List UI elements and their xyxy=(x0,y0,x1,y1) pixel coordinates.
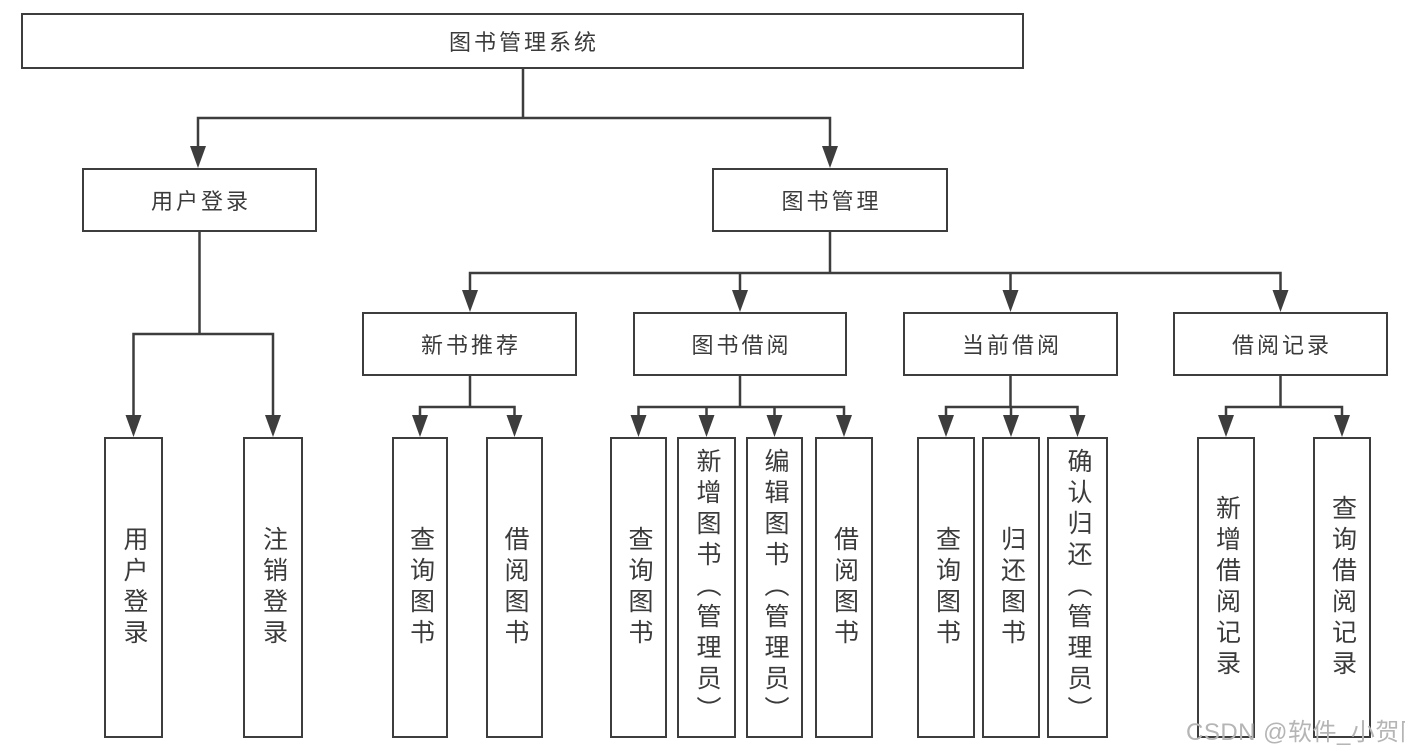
arrowhead-icon xyxy=(506,415,523,437)
node-current-borrow: 当前借阅 xyxy=(903,312,1118,376)
arrowhead-icon xyxy=(938,415,954,437)
arrowhead-icon xyxy=(732,290,748,312)
node-label: 查询图书 xyxy=(932,525,961,650)
node-label: 新增借阅记录 xyxy=(1212,494,1241,681)
node-leaf-add-record: 新增借阅记录 xyxy=(1197,437,1255,738)
node-book-mgmt: 图书管理 xyxy=(712,168,948,232)
arrowhead-icon xyxy=(630,415,647,437)
node-leaf-user-login: 用户登录 xyxy=(104,437,163,738)
node-leaf-query-book-2: 查询图书 xyxy=(610,437,667,738)
node-label: 确认归还（管理员） xyxy=(1064,448,1092,727)
node-root: 图书管理系统 xyxy=(21,13,1024,69)
arrowhead-icon xyxy=(836,415,852,437)
node-leaf-borrow-book-2: 借阅图书 xyxy=(815,437,873,738)
node-user-login: 用户登录 xyxy=(82,168,317,232)
node-label: 新增图书（管理员） xyxy=(693,448,721,727)
node-leaf-query-book-3: 查询图书 xyxy=(917,437,975,738)
node-new-book-rec: 新书推荐 xyxy=(362,312,577,376)
node-label: 借阅图书 xyxy=(830,525,859,650)
connector-path xyxy=(1224,374,1344,421)
node-label: 用户登录 xyxy=(150,189,251,214)
connector-path xyxy=(196,67,832,152)
node-leaf-query-book-1: 查询图书 xyxy=(392,437,448,738)
node-label: 图书管理 xyxy=(781,189,882,214)
arrowhead-icon xyxy=(462,290,478,312)
arrowhead-icon xyxy=(265,415,281,437)
node-leaf-confirm-return: 确认归还（管理员） xyxy=(1047,437,1108,738)
node-label: 图书借阅 xyxy=(691,333,792,358)
node-label: 归还图书 xyxy=(997,525,1026,650)
connector-path xyxy=(418,374,516,421)
node-leaf-edit-book: 编辑图书（管理员） xyxy=(746,437,803,738)
node-leaf-add-book: 新增图书（管理员） xyxy=(677,437,736,738)
arrowhead-icon xyxy=(766,415,783,437)
arrowhead-icon xyxy=(125,415,142,437)
connector-path xyxy=(468,230,1282,296)
node-leaf-logout: 注销登录 xyxy=(243,437,303,738)
connector-path xyxy=(944,374,1079,421)
node-book-borrow: 图书借阅 xyxy=(633,312,847,376)
arrowhead-icon xyxy=(1218,415,1234,437)
arrowhead-icon xyxy=(1069,415,1086,437)
node-leaf-borrow-book-1: 借阅图书 xyxy=(486,437,543,738)
arrowhead-icon xyxy=(1003,415,1019,437)
arrowhead-icon xyxy=(822,146,838,168)
node-label: 当前借阅 xyxy=(961,333,1062,358)
node-borrow-record: 借阅记录 xyxy=(1173,312,1388,376)
node-label: 借阅记录 xyxy=(1231,333,1332,358)
arrowhead-icon xyxy=(1334,415,1350,437)
node-label: 查询借阅记录 xyxy=(1328,494,1357,681)
arrowhead-icon xyxy=(412,415,428,437)
node-label: 用户登录 xyxy=(120,525,148,650)
arrowhead-icon xyxy=(1272,290,1289,312)
connector-path xyxy=(132,230,275,421)
csdn-watermark: CSDN @软件_小贺同学 xyxy=(1186,719,1405,746)
node-leaf-return-book: 归还图书 xyxy=(982,437,1040,738)
arrowhead-icon xyxy=(698,415,715,437)
arrowhead-icon xyxy=(190,146,206,168)
node-label: 查询图书 xyxy=(625,525,653,650)
connector-path xyxy=(637,374,846,421)
arrowhead-icon xyxy=(1002,290,1019,312)
node-label: 注销登录 xyxy=(259,525,288,650)
node-label: 借阅图书 xyxy=(501,525,529,650)
node-label: 图书管理系统 xyxy=(448,30,599,55)
node-leaf-query-record: 查询借阅记录 xyxy=(1313,437,1371,738)
node-label: 查询图书 xyxy=(406,525,435,650)
node-label: 编辑图书（管理员） xyxy=(761,448,789,727)
node-label: 新书推荐 xyxy=(420,333,521,358)
